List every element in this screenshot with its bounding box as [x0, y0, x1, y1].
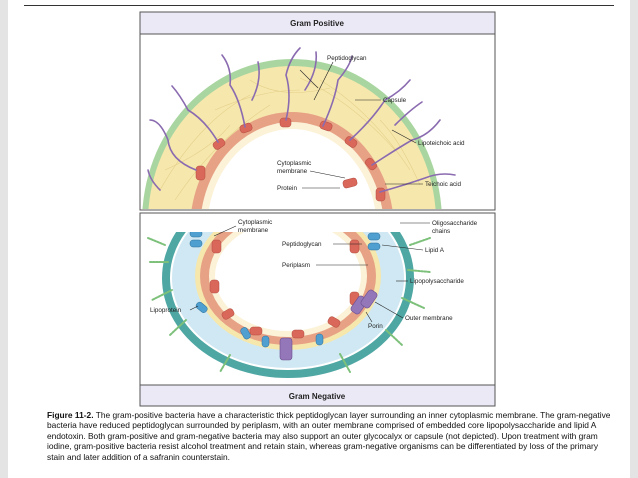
label-lipid-a: Lipid A	[425, 247, 445, 254]
gram-positive-title: Gram Positive	[290, 19, 344, 28]
label-cytoplasmic-membrane-top: Cytoplasmic membrane	[277, 160, 313, 175]
right-edge	[630, 0, 638, 478]
gram-positive-panel: Gram Positive	[139, 11, 496, 211]
caption-label: Figure 11-2.	[47, 410, 94, 420]
label-cyto-bot-line2: membrane	[238, 227, 269, 234]
label-teichoic-acid: Teichoic acid	[425, 181, 462, 188]
label-lipopolysaccharide: Lipopolysaccharide	[410, 278, 464, 285]
label-cytoplasmic-membrane-bottom: Cytoplasmic membrane	[238, 219, 274, 234]
label-capsule: Capsule	[383, 97, 407, 104]
label-lipoteichoic-acid: Lipoteichoic acid	[418, 140, 465, 147]
label-oligo-line2: chains	[432, 228, 450, 235]
label-oligosaccharide-chains: Oligosaccharide chains	[432, 220, 479, 235]
label-oligo-line1: Oligosaccharide	[432, 220, 478, 227]
label-cyto-top-line1: Cytoplasmic	[277, 160, 311, 167]
label-periplasm: Periplasm	[282, 262, 310, 269]
label-lipoprotein: Lipoprotein	[150, 307, 182, 314]
gram-negative-panel: Gram Negative	[139, 212, 496, 407]
left-edge	[0, 0, 8, 478]
gram-negative-title: Gram Negative	[289, 392, 346, 401]
figure-caption: Figure 11-2. The gram-positive bacteria …	[47, 410, 617, 462]
caption-text: The gram-positive bacteria have a charac…	[47, 410, 611, 462]
label-protein: Protein	[277, 185, 297, 192]
label-peptidoglycan-top: Peptidoglycan	[327, 55, 367, 62]
label-outer-membrane: Outer membrane	[405, 315, 453, 322]
label-peptidoglycan-bottom: Peptidoglycan	[282, 241, 322, 248]
top-rule	[24, 5, 614, 6]
label-cyto-bot-line1: Cytoplasmic	[238, 219, 272, 226]
label-porin: Porin	[368, 323, 383, 330]
label-cyto-top-line2: membrane	[277, 168, 308, 175]
